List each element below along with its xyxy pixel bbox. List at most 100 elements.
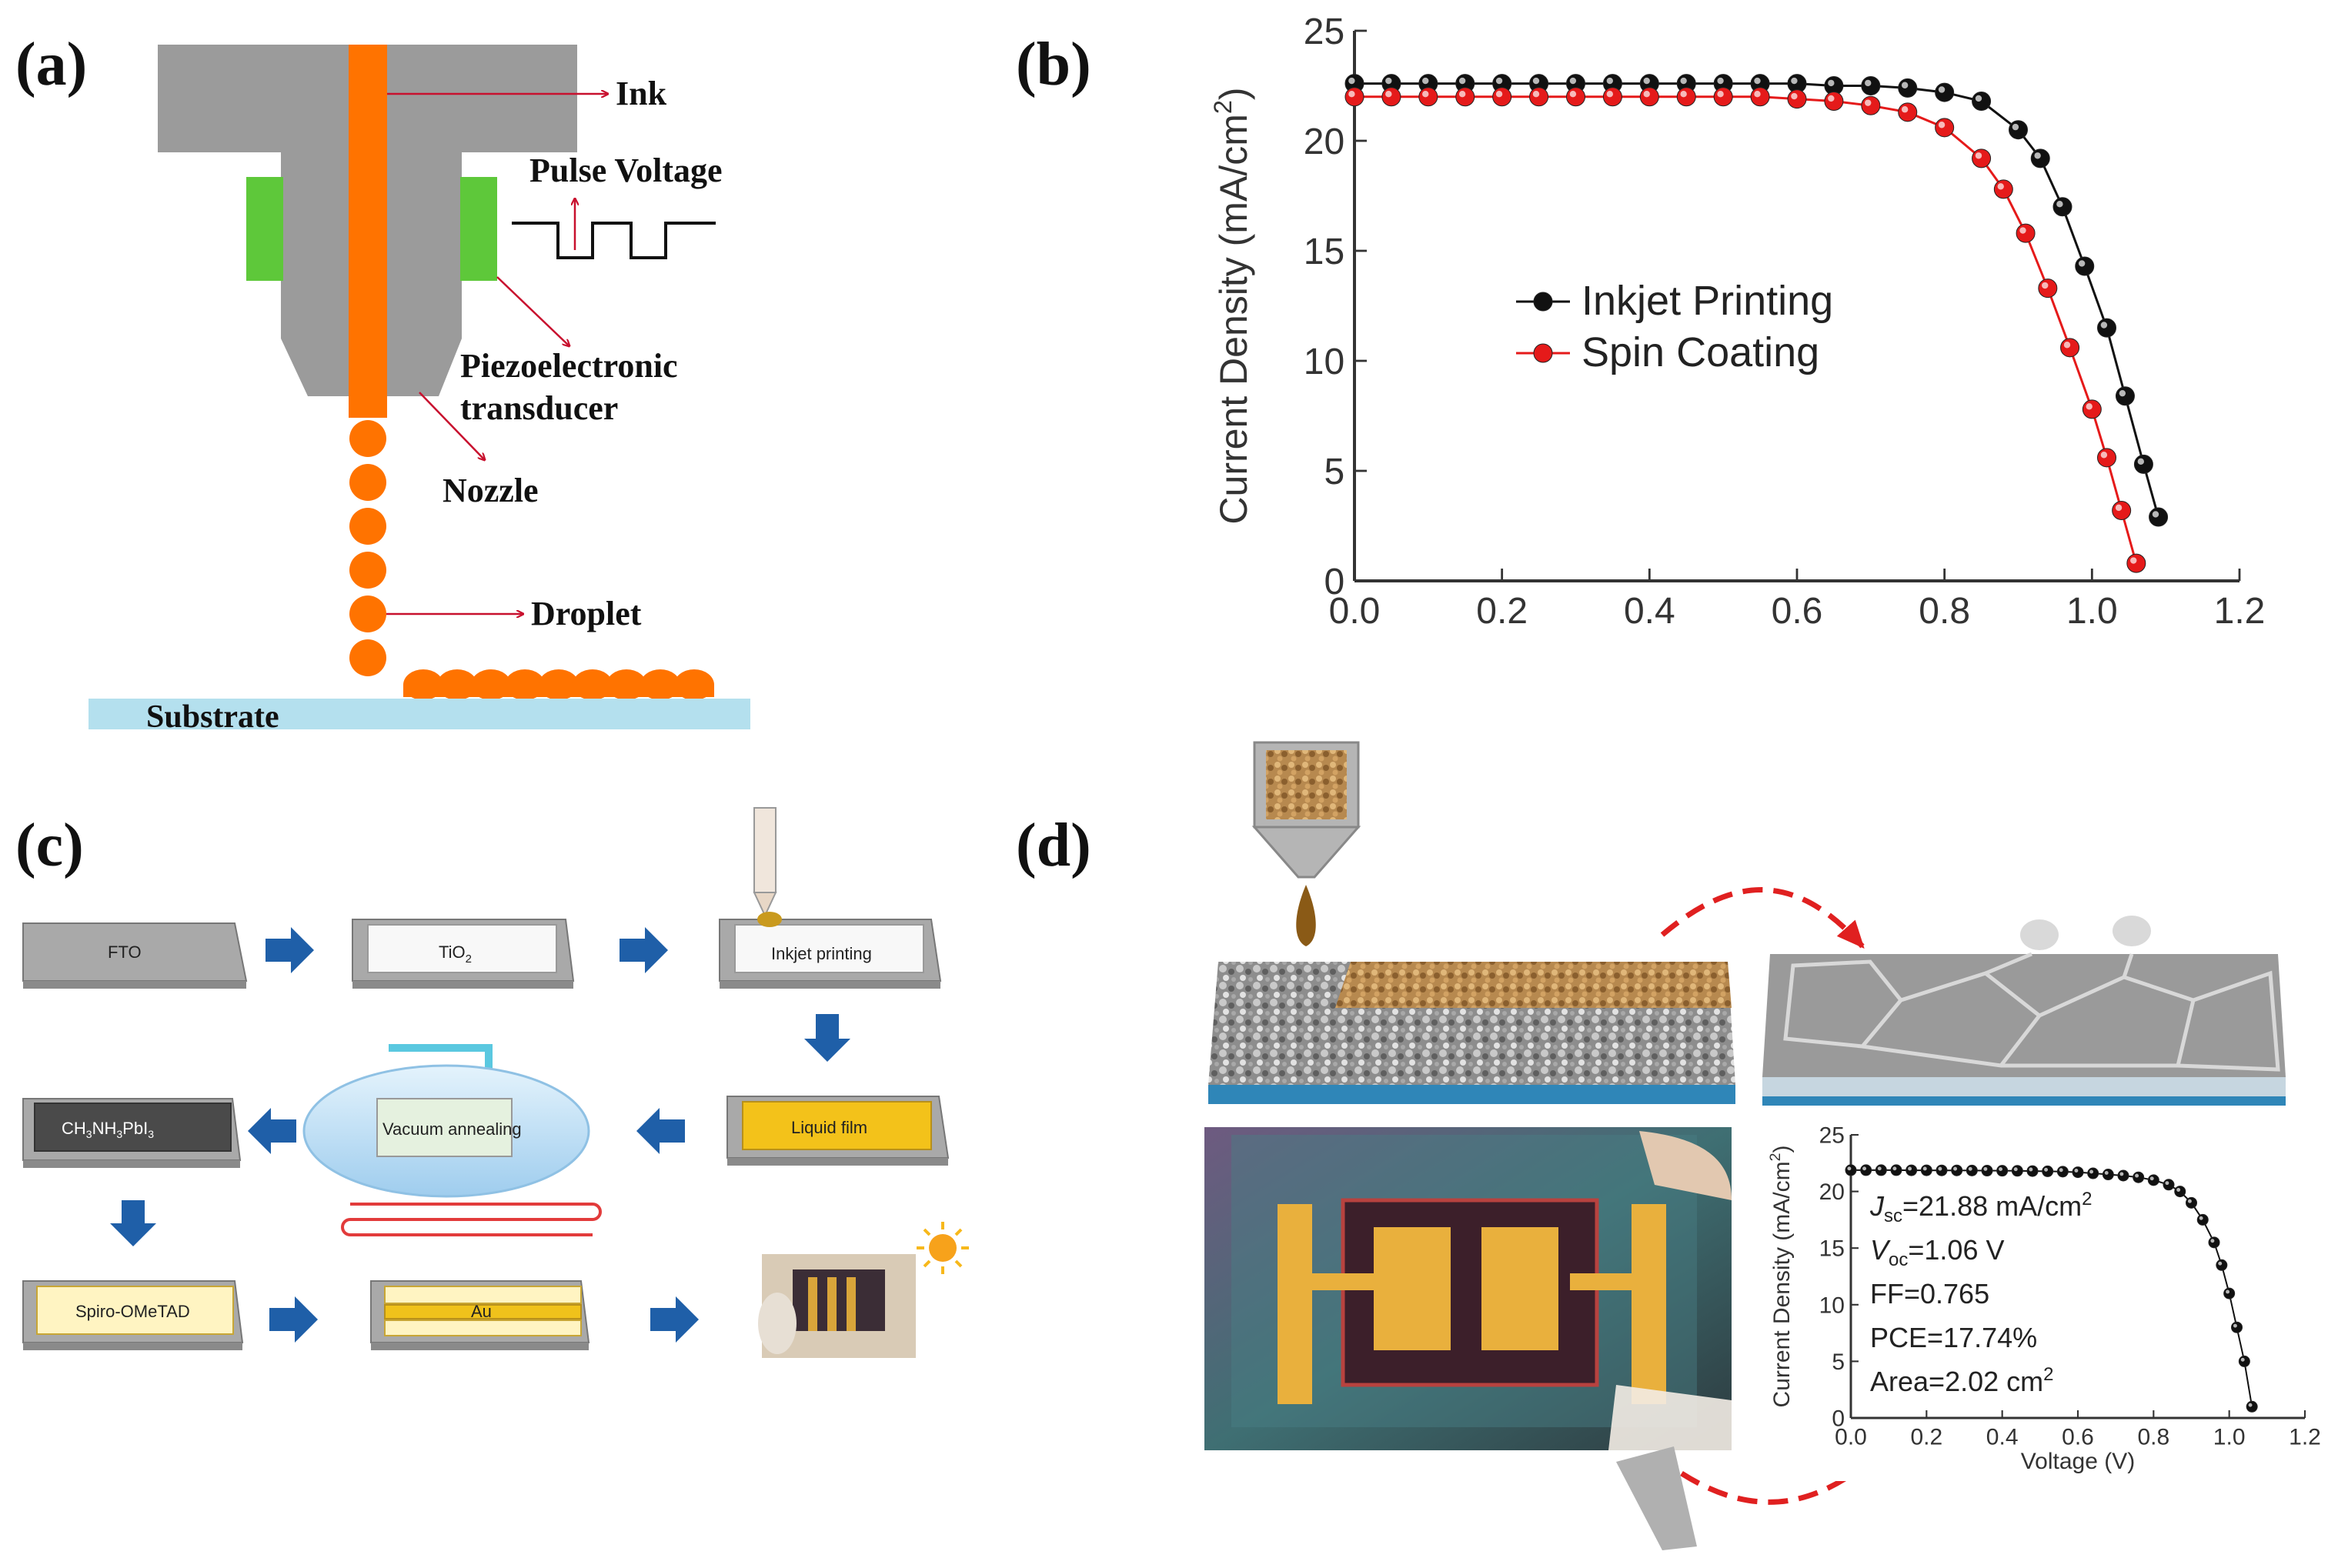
data-point-highlight [1953, 1166, 1958, 1171]
data-point [2082, 399, 2102, 419]
x-tick-label: 0.4 [1986, 1425, 2019, 1450]
process-flow-arrows [110, 927, 850, 1343]
data-point-highlight [1828, 79, 1835, 87]
data-point-highlight [2115, 504, 2123, 512]
data-point-highlight [2199, 1216, 2203, 1220]
data-point-highlight [1865, 99, 1872, 106]
data-point-highlight [1865, 79, 1872, 87]
data-point-highlight [2119, 389, 2126, 397]
flow-arrow-left-2 [248, 1108, 296, 1154]
device-photograph [1204, 1127, 1732, 1550]
data-point-highlight [2034, 152, 2041, 159]
device-stats: Jsc=21.88 mA/cm2 Voc=1.06 V FF=0.765 PCE… [1869, 1189, 2092, 1397]
data-point-highlight [1877, 1166, 1882, 1171]
data-point-highlight [2187, 1199, 2192, 1203]
piezo-left [246, 177, 283, 281]
data-point [1860, 1164, 1872, 1176]
data-point-highlight [2100, 322, 2108, 329]
y-tick-label: 20 [1304, 122, 1344, 162]
droplets [349, 420, 386, 676]
data-point-highlight [2056, 201, 2063, 208]
data-point-highlight [1495, 91, 1503, 98]
voc-text: Voc=1.06 V [1870, 1234, 2004, 1270]
data-point-highlight [1680, 91, 1687, 98]
panel-d-label: (d) [1016, 812, 1091, 879]
data-point-highlight [2226, 1289, 2230, 1294]
data-point [1898, 102, 1918, 122]
legend-marker [1533, 343, 1553, 363]
data-point [2147, 1174, 2159, 1186]
flow-arrow-left-1 [636, 1108, 685, 1154]
data-point [1566, 87, 1585, 107]
y-tick-label: 5 [1324, 452, 1344, 492]
data-point [1845, 1164, 1857, 1176]
data-point [1344, 87, 1364, 107]
sun-icon [917, 1222, 969, 1274]
y-tick-label: 15 [1819, 1236, 1845, 1262]
data-point-highlight [2019, 227, 2026, 234]
jsc-text: Jsc=21.88 mA/cm2 [1869, 1189, 2092, 1226]
area-text: Area=2.02 cm2 [1870, 1364, 2053, 1397]
data-point [2038, 279, 2058, 299]
data-point [2216, 1259, 2228, 1271]
data-point [2102, 1169, 2114, 1181]
droplet-label: Droplet [531, 595, 642, 632]
fto-label: FTO [108, 942, 142, 962]
step-tio2: TiO2 [352, 919, 575, 989]
data-point-highlight [1791, 92, 1798, 100]
data-point [1920, 1164, 1932, 1176]
panel-a: (a) [15, 31, 750, 735]
x-axis-label: Voltage (V) [2021, 1449, 2135, 1474]
data-point-highlight [1791, 77, 1798, 85]
piezo-right [460, 177, 497, 281]
data-point-highlight [1606, 77, 1614, 85]
data-point-highlight [1348, 77, 1355, 85]
flow-arrow-right-4 [650, 1296, 699, 1343]
step-fto: FTO [22, 922, 248, 989]
data-point [2056, 1166, 2069, 1178]
spiro-label: Spiro-OMeTAD [75, 1302, 190, 1321]
heater-coil [341, 1203, 602, 1236]
data-point [2030, 148, 2050, 168]
panel-d: (d) [1016, 741, 2332, 1550]
data-point-highlight [1997, 183, 2004, 190]
data-point-highlight [1908, 1166, 1912, 1171]
ink-channel [349, 45, 387, 418]
data-point [1455, 87, 1475, 107]
y-tick-label: 25 [1819, 1123, 1845, 1149]
data-point-highlight [1754, 91, 1761, 98]
process-arrow-bottom [1680, 1452, 1881, 1505]
data-point-highlight [1901, 82, 1909, 88]
vacuum-annealing-label: Vacuum annealing [382, 1119, 522, 1139]
data-point [2208, 1236, 2220, 1249]
device-photo [758, 1254, 916, 1358]
data-point-highlight [1975, 152, 1982, 159]
nozzle-arrow [419, 392, 485, 460]
data-point-highlight [2086, 403, 2093, 410]
piezo-label-line1: Piezoelectronic [460, 347, 678, 385]
data-point [2097, 448, 2116, 468]
data-point [2112, 500, 2132, 520]
data-point-highlight [2165, 1181, 2169, 1186]
data-point-highlight [1938, 122, 1946, 128]
flow-arrow-right-3 [269, 1296, 318, 1343]
substrate-label: Substrate [146, 699, 279, 735]
data-point-highlight [1348, 91, 1355, 98]
y-axis-label: Current Density (mA/cm2) [1209, 87, 1255, 524]
flow-arrow-right-1 [266, 927, 314, 973]
data-point-highlight [2119, 1172, 2124, 1176]
x-tick-label: 0.6 [1772, 591, 1823, 632]
x-tick-label: 1.2 [2289, 1425, 2321, 1450]
data-point [2238, 1355, 2250, 1367]
data-point-highlight [2063, 342, 2071, 349]
data-point-highlight [2137, 458, 2145, 465]
precursor-drop [1296, 885, 1316, 946]
data-point-highlight [1717, 91, 1724, 98]
droplet [349, 552, 386, 589]
y-tick-label: 10 [1304, 342, 1344, 382]
data-point-highlight [2130, 557, 2137, 564]
x-tick-label: 0.0 [1329, 591, 1381, 632]
data-point-highlight [1862, 1166, 1867, 1171]
data-point [2174, 1186, 2186, 1198]
